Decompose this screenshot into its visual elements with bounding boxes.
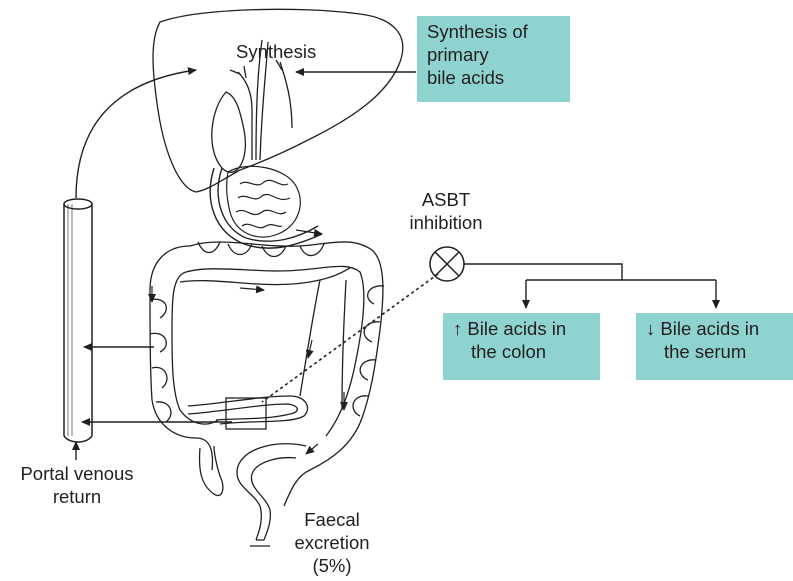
ileum-highlight-box — [226, 398, 266, 429]
synthesis-label: Synthesis — [236, 40, 316, 63]
asbt-inhibition-label: ASBT inhibition — [396, 188, 496, 234]
colon-box-line-2: the colon — [453, 340, 590, 363]
asbt-line-2: inhibition — [396, 211, 496, 234]
synthesis-box-line-1: Synthesis of — [427, 20, 560, 43]
portal-line-1: Portal venous — [2, 462, 152, 485]
colon-box-line-1: ↑ Bile acids in — [453, 317, 590, 340]
serum-box-line-1: ↓ Bile acids in — [646, 317, 783, 340]
faecal-line-2: excretion — [282, 531, 382, 554]
faecal-line-3: (5%) — [282, 554, 382, 577]
asbt-line-1: ASBT — [396, 188, 496, 211]
portal-venous-return-label: Portal venous return — [2, 462, 152, 508]
liver-icon — [153, 9, 403, 192]
synthesis-box-line-3: bile acids — [427, 66, 560, 89]
circled-x-icon — [430, 247, 464, 281]
faecal-excretion-label: Faecal excretion (5%) — [282, 508, 382, 577]
portal-line-2: return — [2, 485, 152, 508]
colon-icon — [150, 242, 384, 546]
portal-vein-icon — [64, 199, 92, 442]
bile-acids-serum-box: ↓ Bile acids in the serum — [636, 313, 793, 380]
synthesis-of-primary-bile-acids-box: Synthesis of primary bile acids — [417, 16, 570, 102]
pancreas-icon — [227, 166, 301, 237]
serum-box-line-2: the serum — [646, 340, 783, 363]
synthesis-box-line-2: primary — [427, 43, 560, 66]
bile-acids-colon-box: ↑ Bile acids in the colon — [443, 313, 600, 380]
faecal-line-1: Faecal — [282, 508, 382, 531]
